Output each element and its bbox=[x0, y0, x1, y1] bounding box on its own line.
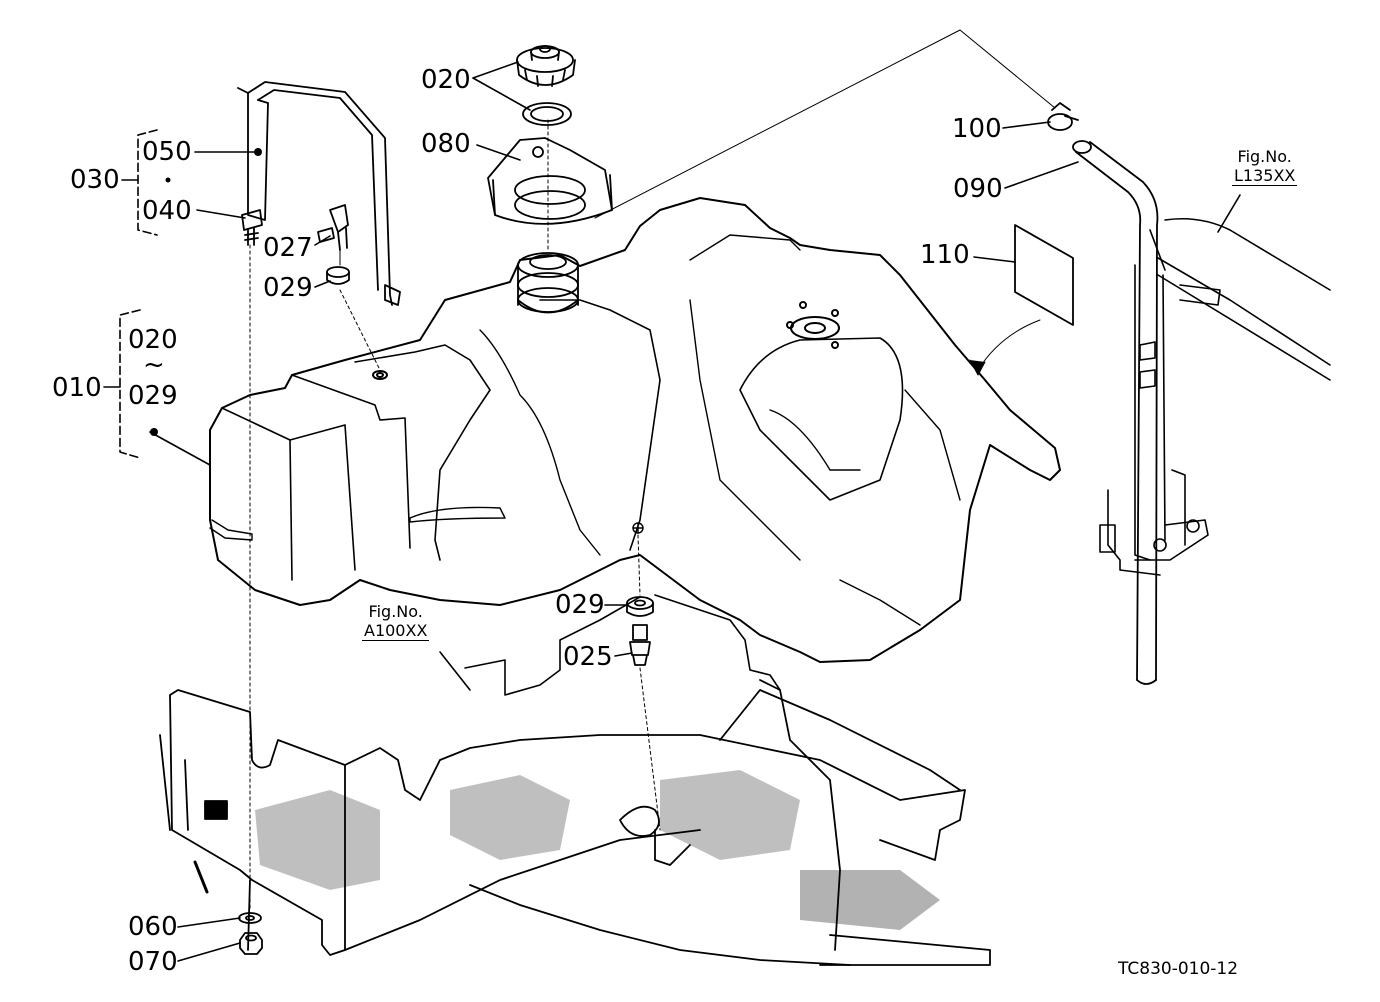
brace-group-010 bbox=[104, 310, 140, 458]
label-020-range-start: 020 bbox=[128, 325, 178, 355]
washer-060 bbox=[239, 913, 261, 923]
brace-group-030 bbox=[122, 130, 157, 235]
label-020-cap: 020 bbox=[421, 65, 471, 95]
hose-clamp-100 bbox=[1048, 103, 1078, 130]
grommet-029-top bbox=[327, 267, 349, 284]
filler-guard bbox=[488, 138, 612, 224]
label-029-range-end: 029 bbox=[128, 381, 178, 411]
fig-ref-floor-line2: A100XX bbox=[362, 621, 430, 642]
fig-ref-frame-line1: Fig.No. bbox=[1237, 147, 1292, 166]
reference-lines bbox=[250, 30, 1055, 910]
floor-frame-outline bbox=[465, 595, 780, 695]
label-025-fitting: 025 bbox=[563, 642, 613, 672]
label-030-assembly: 030 bbox=[70, 165, 120, 195]
filler-neck bbox=[518, 253, 578, 313]
fig-ref-floor: Fig.No. A100XX bbox=[362, 602, 430, 642]
tank-strap bbox=[238, 82, 400, 305]
label-110-plate: 110 bbox=[920, 240, 970, 270]
label-090-hose: 090 bbox=[953, 174, 1003, 204]
label-100-clamp: 100 bbox=[952, 114, 1002, 144]
right-frame bbox=[1100, 219, 1330, 575]
label-027-elbow: 027 bbox=[263, 233, 313, 263]
cap-washer bbox=[523, 103, 571, 125]
label-range-separator: ~ bbox=[143, 350, 165, 380]
floor-panel bbox=[160, 680, 990, 965]
drawing-code: TC830-010-12 bbox=[1118, 959, 1239, 979]
drain-hole bbox=[633, 523, 643, 533]
label-060-washer: 060 bbox=[128, 912, 178, 942]
fitting-025 bbox=[630, 625, 650, 665]
label-029-grommet-top: 029 bbox=[263, 273, 313, 303]
label-010-tank-assembly: 010 bbox=[52, 373, 102, 403]
fuel-cap bbox=[517, 46, 575, 86]
elbow-fitting-027 bbox=[318, 205, 348, 250]
strap-bolt-040 bbox=[242, 210, 262, 245]
fig-ref-floor-line1: Fig.No. bbox=[368, 602, 423, 621]
grommet-029-bottom bbox=[627, 597, 653, 616]
fig-ref-frame: Fig.No. L135XX bbox=[1232, 147, 1298, 187]
fuel-hose-090 bbox=[1073, 141, 1157, 684]
markers bbox=[150, 148, 262, 436]
label-040-bolt: 040 bbox=[142, 196, 192, 226]
perforated-grille bbox=[255, 770, 940, 930]
label-plate-110 bbox=[1015, 225, 1073, 325]
label-050-strap: 050 bbox=[142, 137, 192, 167]
label-080-guard: 080 bbox=[421, 129, 471, 159]
leader-lines bbox=[150, 62, 1240, 961]
nut-070 bbox=[240, 933, 262, 954]
fig-ref-frame-line2: L135XX bbox=[1232, 166, 1298, 187]
label-029-grommet-bottom: 029 bbox=[555, 590, 605, 620]
label-070-nut: 070 bbox=[128, 947, 178, 977]
